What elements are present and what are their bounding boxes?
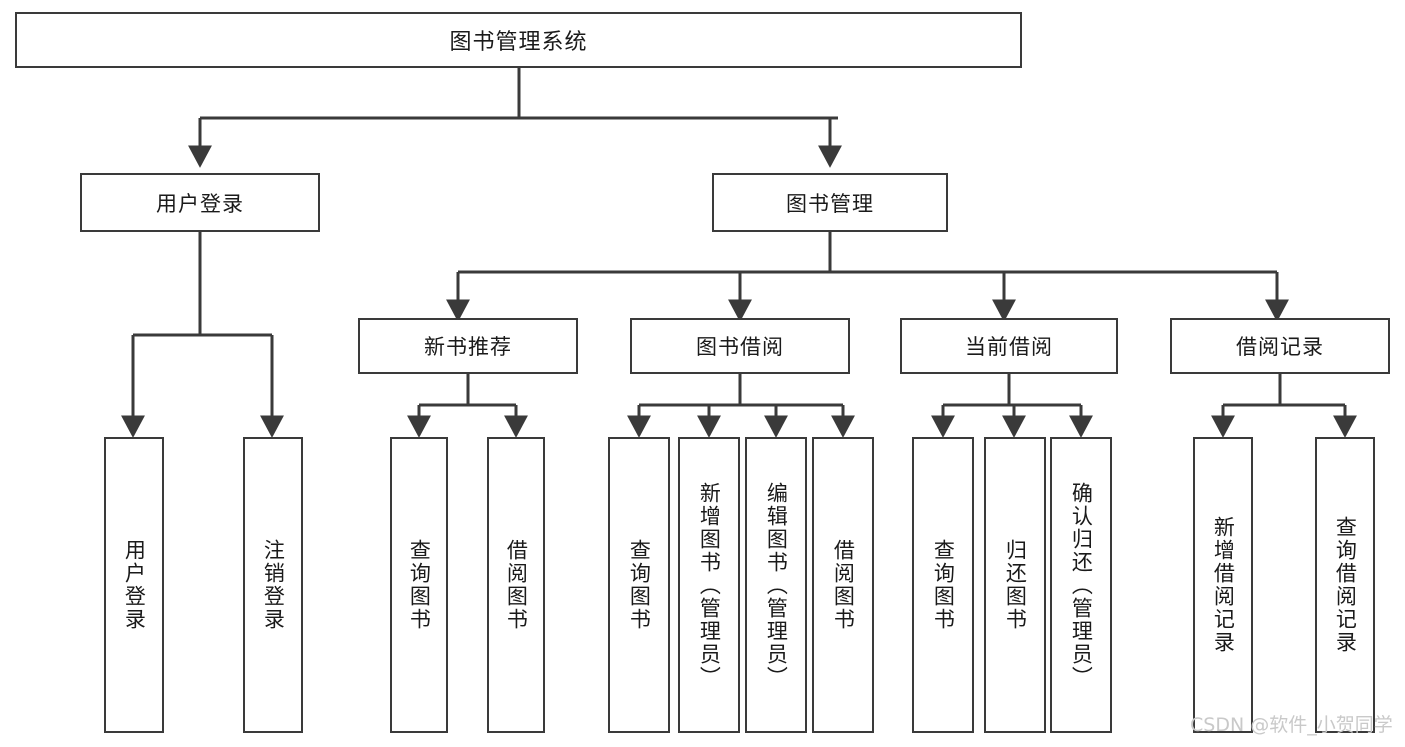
csdn-watermark: CSDN @软件_小贺同学 <box>1190 714 1393 736</box>
leaf-user-logout[interactable]: 注销登录 <box>243 437 303 733</box>
node-label: 新增图书（管理员） <box>697 481 722 689</box>
node-label: 当前借阅 <box>965 335 1053 359</box>
node-label: 借阅图书 <box>831 539 856 631</box>
leaf-recommend-query-book[interactable]: 查询图书 <box>390 437 448 733</box>
leaf-borrow-borrow-book[interactable]: 借阅图书 <box>812 437 874 733</box>
node-label: 用户登录 <box>122 539 147 631</box>
node-user-login[interactable]: 用户登录 <box>80 173 320 232</box>
leaf-record-query-record[interactable]: 查询借阅记录 <box>1315 437 1375 733</box>
node-book-management[interactable]: 图书管理 <box>712 173 948 232</box>
node-label: 图书管理 <box>786 191 874 216</box>
leaf-borrow-query-book[interactable]: 查询图书 <box>608 437 670 733</box>
node-label: 确认归还（管理员） <box>1069 481 1094 689</box>
node-label: 借阅图书 <box>504 539 529 631</box>
leaf-current-confirm-return-admin[interactable]: 确认归还（管理员） <box>1050 437 1112 733</box>
node-label: 查询图书 <box>627 539 652 631</box>
node-label: 图书管理系统 <box>449 30 588 55</box>
node-book-borrow[interactable]: 图书借阅 <box>630 318 850 374</box>
node-label: 新增借阅记录 <box>1211 516 1236 654</box>
leaf-record-add-record[interactable]: 新增借阅记录 <box>1193 437 1253 733</box>
leaf-borrow-add-book-admin[interactable]: 新增图书（管理员） <box>678 437 740 733</box>
node-label: 借阅记录 <box>1236 335 1324 359</box>
node-label: 图书借阅 <box>696 335 784 359</box>
node-label: 新书推荐 <box>424 335 512 359</box>
leaf-current-return-book[interactable]: 归还图书 <box>984 437 1046 733</box>
node-label: 编辑图书（管理员） <box>764 481 789 689</box>
leaf-borrow-edit-book-admin[interactable]: 编辑图书（管理员） <box>745 437 807 733</box>
node-label: 查询图书 <box>407 539 432 631</box>
node-root-system[interactable]: 图书管理系统 <box>15 12 1022 68</box>
node-label: 查询借阅记录 <box>1333 516 1358 654</box>
leaf-user-login[interactable]: 用户登录 <box>104 437 164 733</box>
node-label: 查询图书 <box>931 539 956 631</box>
node-label: 用户登录 <box>156 191 244 216</box>
node-label: 注销登录 <box>261 539 286 631</box>
node-borrow-record[interactable]: 借阅记录 <box>1170 318 1390 374</box>
leaf-current-query-book[interactable]: 查询图书 <box>912 437 974 733</box>
node-new-book-recommend[interactable]: 新书推荐 <box>358 318 578 374</box>
node-label: 归还图书 <box>1003 539 1028 631</box>
node-current-borrow[interactable]: 当前借阅 <box>900 318 1118 374</box>
leaf-recommend-borrow-book[interactable]: 借阅图书 <box>487 437 545 733</box>
